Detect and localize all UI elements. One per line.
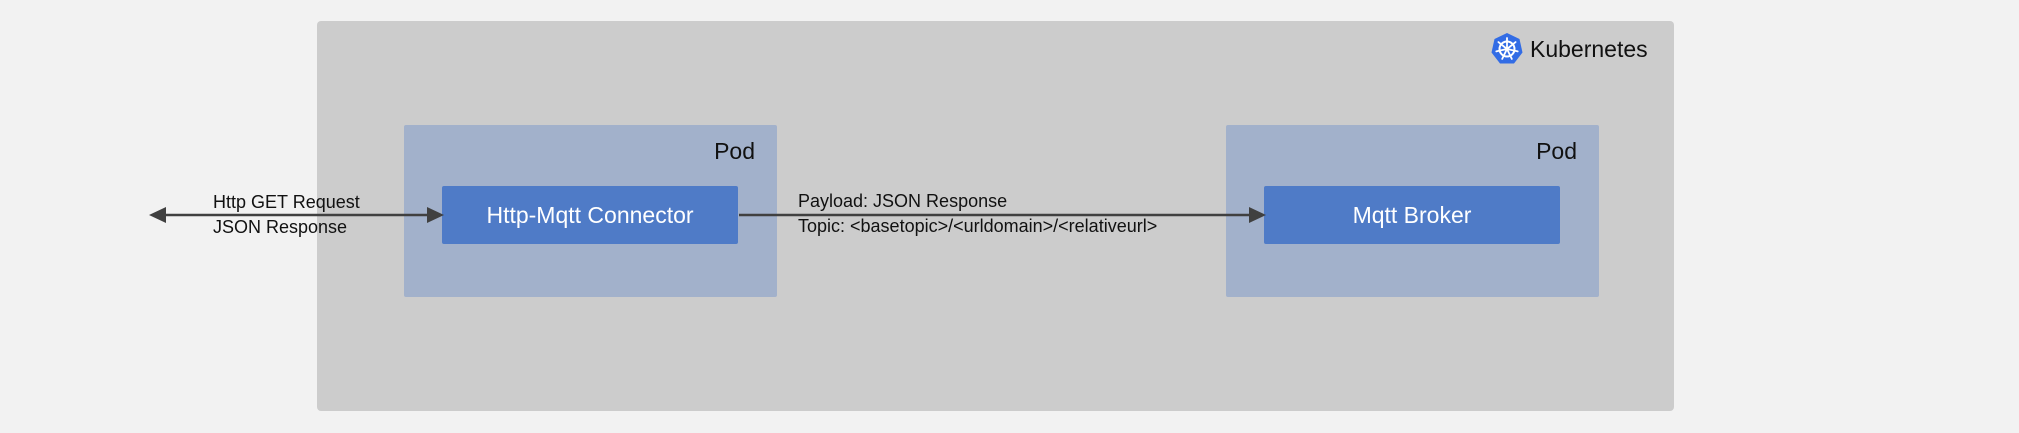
kubernetes-helm-icon — [1491, 33, 1523, 64]
pod-label: Pod — [714, 138, 755, 164]
external-edge-label-response: JSON Response — [213, 217, 348, 237]
pod-label: Pod — [1536, 138, 1577, 164]
pod-connector: Pod Http-Mqtt Connector — [404, 125, 777, 297]
external-edge-label-request: Http GET Request — [213, 192, 360, 212]
internal-edge-label-payload: Payload: JSON Response — [798, 191, 1008, 211]
internal-edge-label-topic: Topic: <basetopic>/<urldomain>/<relative… — [798, 216, 1158, 236]
cluster-header: Kubernetes — [1490, 30, 1648, 68]
mqtt-broker-box: Mqtt Broker — [1264, 186, 1560, 244]
pod-broker: Pod Mqtt Broker — [1226, 125, 1599, 297]
http-mqtt-connector-box: Http-Mqtt Connector — [442, 186, 738, 244]
cluster-label: Kubernetes — [1530, 35, 1648, 62]
